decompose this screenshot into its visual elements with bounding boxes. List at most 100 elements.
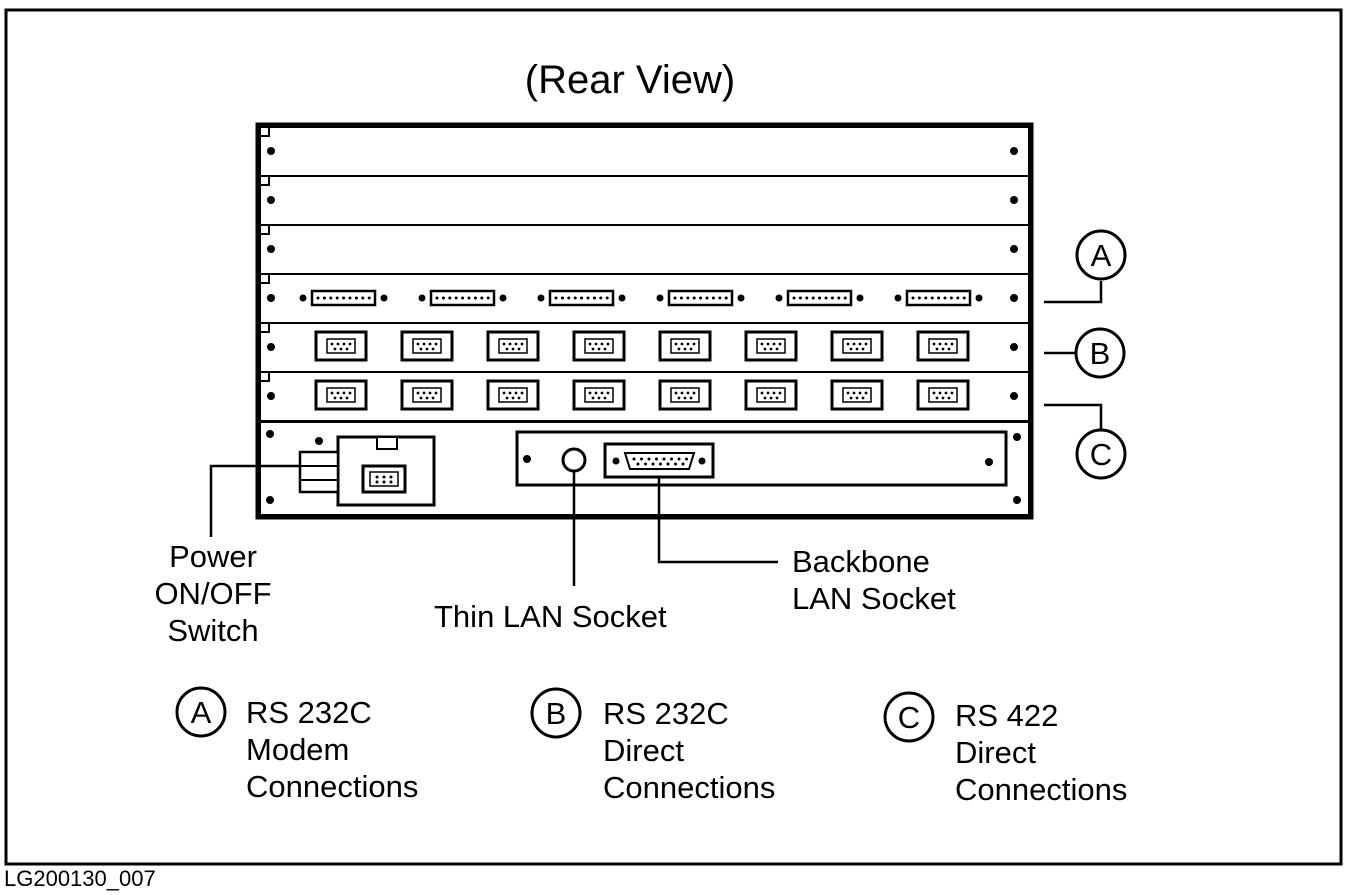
backbone-lan-label-line: Backbone bbox=[792, 544, 930, 579]
power-switch-icon bbox=[298, 450, 340, 494]
slot-panels bbox=[259, 126, 1030, 422]
legend-b-letter: B bbox=[546, 696, 567, 731]
panel-screw bbox=[1010, 196, 1018, 204]
blank-slot-2 bbox=[259, 175, 1030, 226]
panel-screw bbox=[1010, 147, 1018, 155]
callout-a-letter: A bbox=[1091, 238, 1112, 273]
db9-connector-icon bbox=[486, 330, 540, 362]
legend-c-circle: C bbox=[883, 691, 935, 743]
db9-connector-icon bbox=[400, 379, 454, 411]
db9-connector-icon bbox=[744, 330, 798, 362]
callout-c: C bbox=[1075, 428, 1127, 480]
slot-latch-icon bbox=[259, 224, 270, 235]
db9-connector-icon bbox=[572, 379, 626, 411]
db9-connector-icon bbox=[830, 330, 884, 362]
panel-screw bbox=[267, 245, 275, 253]
leader-lines bbox=[209, 281, 1103, 586]
db9-connector-icon bbox=[916, 379, 970, 411]
slot-panel bbox=[259, 175, 1030, 226]
callout-b-letter: B bbox=[1090, 336, 1111, 371]
panel-screw bbox=[1010, 392, 1018, 400]
slot-panel bbox=[259, 322, 1030, 373]
callout-a: A bbox=[1075, 229, 1127, 281]
panel-screw bbox=[267, 196, 275, 204]
db25-connector-icon bbox=[894, 289, 983, 307]
db9-connector-icon bbox=[314, 330, 368, 362]
figure-id: LG200130_007 bbox=[4, 866, 156, 891]
panel-screw bbox=[1010, 245, 1018, 253]
panel-screw bbox=[266, 496, 274, 504]
leader-line-power bbox=[209, 464, 300, 537]
panel-screw bbox=[315, 437, 323, 445]
db9-connector-icon bbox=[830, 379, 884, 411]
backbone-lan-socket-label: Backbone LAN Socket bbox=[792, 543, 956, 617]
db9-connector-icon bbox=[744, 379, 798, 411]
db9-connector-icon bbox=[658, 330, 712, 362]
panel-screw bbox=[1010, 294, 1018, 302]
legend-a-line: Modem bbox=[246, 732, 350, 767]
db9-connector-icon bbox=[400, 330, 454, 362]
db9-connector-icon bbox=[572, 330, 626, 362]
lan-power-panel bbox=[259, 421, 1030, 516]
power-switch-label: Power ON/OFF Switch bbox=[120, 538, 306, 649]
legend-b-line: Direct bbox=[603, 733, 684, 768]
slot-latch-icon bbox=[259, 371, 270, 382]
backbone-lan-label-line: LAN Socket bbox=[792, 581, 956, 616]
power-module bbox=[298, 435, 436, 507]
callout-c-letter: C bbox=[1090, 437, 1112, 472]
db9-connector-icon bbox=[658, 379, 712, 411]
legend-a-text: RS 232C Modem Connections bbox=[246, 694, 418, 805]
slot-latch-icon bbox=[259, 273, 270, 284]
panel-screw bbox=[523, 455, 531, 463]
rs232c-direct-card bbox=[259, 322, 1030, 373]
db9-connector-icon bbox=[486, 379, 540, 411]
rs422-direct-card bbox=[259, 371, 1030, 422]
legend-b-circle: B bbox=[530, 687, 582, 739]
db25-connector-icon bbox=[656, 289, 745, 307]
panel-screw bbox=[1013, 433, 1021, 441]
legend-a-letter: A bbox=[191, 695, 212, 730]
legend-c-line: RS 422 bbox=[955, 698, 1059, 733]
db9-connector-icon bbox=[916, 330, 970, 362]
db9-connector-icon bbox=[314, 379, 368, 411]
legend-a-line: RS 232C bbox=[246, 695, 372, 730]
thin-lan-socket-icon bbox=[561, 447, 587, 473]
slot-latch-icon bbox=[259, 322, 270, 333]
blank-slot-1 bbox=[259, 126, 1030, 177]
legend-b-line: RS 232C bbox=[603, 696, 729, 731]
db25-connector-icon bbox=[299, 289, 388, 307]
slot-panel bbox=[259, 126, 1030, 177]
legend-c-letter: C bbox=[898, 700, 920, 735]
leader-line-a bbox=[1044, 281, 1103, 304]
thin-lan-socket-label: Thin LAN Socket bbox=[434, 599, 667, 634]
panel-screw bbox=[1013, 496, 1021, 504]
panel-screw bbox=[267, 343, 275, 351]
db25-connector-icon bbox=[775, 289, 864, 307]
diagram-title: (Rear View) bbox=[524, 58, 736, 102]
blank-slot-3 bbox=[259, 224, 1030, 275]
slot-panel bbox=[259, 371, 1030, 422]
legend-c-line: Connections bbox=[955, 772, 1128, 807]
leader-line-backbone bbox=[657, 477, 778, 564]
panel-screw bbox=[266, 430, 274, 438]
leader-line-c bbox=[1044, 403, 1103, 429]
legend-c-line: Direct bbox=[955, 735, 1036, 770]
db25-connector-icon bbox=[418, 289, 507, 307]
panel-screw bbox=[267, 392, 275, 400]
legend-a-line: Connections bbox=[246, 769, 419, 804]
slot-panel bbox=[259, 224, 1030, 275]
power-switch-label-line: Switch bbox=[167, 613, 259, 648]
slot-latch-icon bbox=[259, 175, 270, 186]
power-switch-label-line: Power bbox=[169, 539, 257, 574]
db25-connector-icon bbox=[537, 289, 626, 307]
panel-screw bbox=[985, 458, 993, 466]
legend-b-text: RS 232C Direct Connections bbox=[603, 695, 775, 806]
legend-b-line: Connections bbox=[603, 770, 776, 805]
rs232c-modem-card bbox=[259, 273, 1030, 324]
legend-a-circle: A bbox=[175, 686, 227, 738]
figure-frame bbox=[4, 8, 1343, 866]
power-switch-label-line: ON/OFF bbox=[154, 576, 272, 611]
panel-screw bbox=[267, 147, 275, 155]
